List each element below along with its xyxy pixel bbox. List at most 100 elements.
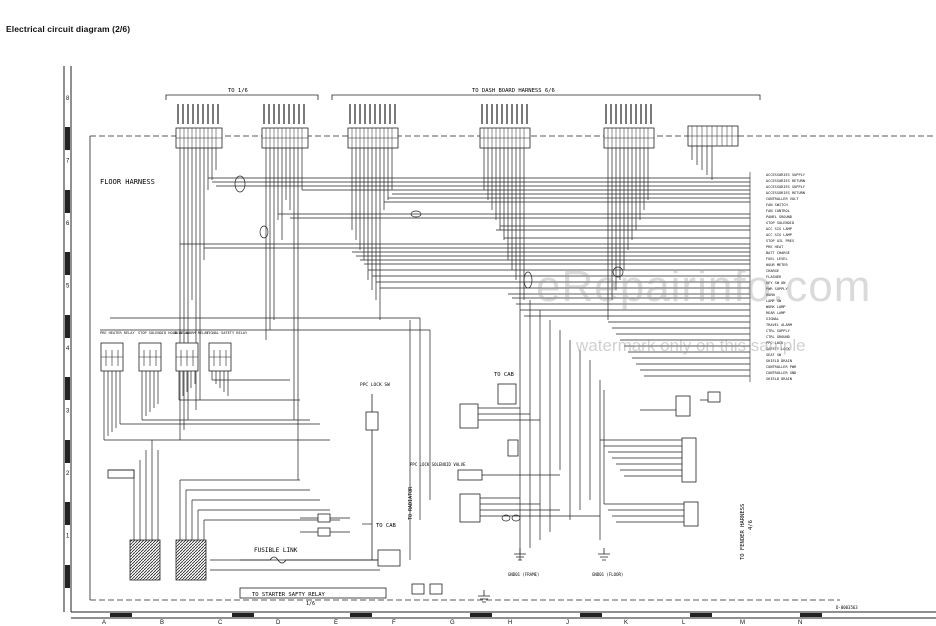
wire-label: CONTROLLER PWR bbox=[766, 365, 797, 369]
ground-floor-label: GND01 (FLOOR) bbox=[592, 572, 623, 577]
column-band bbox=[110, 613, 822, 617]
floor-harness-label: FLOOR HARNESS bbox=[100, 178, 155, 186]
center-wires bbox=[409, 290, 600, 560]
row-label: 7 bbox=[66, 159, 70, 165]
column-label: C bbox=[218, 620, 223, 626]
wire-label: PRE HEAT bbox=[766, 245, 784, 249]
to-starter-box bbox=[239, 587, 387, 599]
row-band bbox=[65, 127, 70, 588]
row-label: 2 bbox=[66, 471, 70, 477]
row-label: 1 bbox=[66, 534, 70, 540]
wire-label: ACCESSORIES RETURN bbox=[766, 179, 805, 183]
wire-label: SEAT SW bbox=[766, 353, 782, 357]
wire-label: KEY SW ON bbox=[766, 281, 785, 285]
wire-label: HORN bbox=[766, 293, 775, 297]
connector-pin-labels bbox=[177, 104, 652, 124]
wire-label: FLASHER bbox=[766, 275, 782, 279]
wire-label: SHIELD DRAIN bbox=[766, 359, 792, 363]
to-radiator-label: TO RADIATOR bbox=[408, 486, 414, 520]
to-fender-label: TO FENDER HARNESS bbox=[740, 504, 746, 560]
wire-label: PPC LOCK bbox=[766, 341, 784, 345]
column-label: F bbox=[392, 620, 396, 626]
center-connectors bbox=[457, 383, 519, 523]
wire-label: FAN CONTROL bbox=[766, 209, 790, 213]
wire-label: SIGNAL bbox=[766, 317, 779, 321]
wire-label: CTRL SUPPLY bbox=[766, 329, 791, 333]
to-dash-label: TO DASH BOARD HARNESS 6/6 bbox=[472, 88, 555, 94]
right-wires bbox=[599, 380, 708, 540]
relay-label: SIGNAL SAFETY RELAY bbox=[206, 331, 248, 335]
wire-label: ACCESSORIES SUPPLY bbox=[766, 173, 806, 177]
watermark-sub: watermark only on this sample bbox=[576, 336, 806, 355]
wire-label: CONTROLLER VOLT bbox=[766, 197, 799, 201]
to-1-6-label: TO 1/6 bbox=[228, 88, 248, 94]
wiring-vertical bbox=[179, 146, 713, 480]
cab-connectors bbox=[317, 513, 331, 537]
row-label: 4 bbox=[66, 346, 70, 352]
wire-label: FAN SWITCH bbox=[766, 203, 788, 207]
column-label: A bbox=[102, 620, 106, 626]
ground-symbols bbox=[478, 548, 610, 603]
wire-label: FUEL LEVEL bbox=[766, 257, 788, 261]
fusible-link-label: FUSIBLE LINK bbox=[254, 547, 298, 554]
wire-label: LAMP SW bbox=[766, 299, 782, 303]
column-label: H bbox=[508, 620, 512, 626]
twisted-center bbox=[410, 210, 521, 522]
page-title: Electrical circuit diagram (2/6) bbox=[6, 24, 131, 34]
bottom-left-connectors bbox=[107, 469, 207, 581]
column-label: G bbox=[450, 620, 455, 626]
row-label: 5 bbox=[66, 284, 70, 290]
wire-label: CHARGE bbox=[766, 269, 779, 273]
column-label: D bbox=[276, 620, 281, 626]
wire-label: SHIELD DRAIN bbox=[766, 377, 792, 381]
column-label: M bbox=[740, 620, 745, 626]
to-fender-page: 4/6 bbox=[748, 520, 754, 530]
watermark-main: eRepairinfo.com bbox=[536, 262, 872, 311]
wire-label: ACC SIG LAMP bbox=[766, 227, 792, 231]
wire-label: PANEL GROUND bbox=[766, 215, 792, 219]
to-cab-top-label: TO CAB bbox=[494, 372, 515, 378]
drawing-frame bbox=[63, 66, 936, 619]
wire-label: WORK LAMP bbox=[766, 305, 785, 309]
wire-label: TRAVEL ALARM bbox=[766, 323, 793, 327]
column-label: N bbox=[798, 620, 802, 626]
ppc-lock-sw-label: PPC LOCK SW bbox=[360, 382, 390, 388]
wire-label: STOP SOLENOID bbox=[766, 221, 794, 225]
top-brackets bbox=[165, 94, 761, 100]
to-starter-page: 1/6 bbox=[306, 601, 315, 607]
twisted-pairs bbox=[234, 175, 624, 289]
relay-label: PRE HEATER RELAY bbox=[100, 331, 135, 335]
to-starter-label: TO STARTER SAFTY RELAY bbox=[252, 592, 326, 598]
wire-label: ACC SIG LAMP bbox=[766, 233, 792, 237]
connector-pins bbox=[176, 126, 738, 148]
wire-label: HOUR METER bbox=[766, 263, 788, 267]
right-wire-labels: ACCESSORIES SUPPLY ACCESSORIES RETURN ACCE… bbox=[766, 173, 806, 381]
wire-label: PWR SUPPLY bbox=[766, 287, 788, 291]
drawing-number: D-0003563 bbox=[836, 605, 858, 610]
top-connectors bbox=[175, 125, 739, 149]
relay-internals bbox=[101, 350, 231, 366]
wire-label: STOP OIL PRES bbox=[766, 239, 794, 243]
fusible-link-wire bbox=[240, 556, 380, 564]
relay-wires bbox=[103, 371, 330, 441]
column-label: E bbox=[334, 620, 338, 626]
battery-relay bbox=[377, 549, 443, 595]
relay-label: BUZZ ALARM RELAY bbox=[174, 331, 209, 335]
ground-frame-label: GND01 (FRAME) bbox=[508, 572, 539, 577]
wire-label: ACCESSORIES RETURN bbox=[766, 191, 805, 195]
right-connectors bbox=[675, 391, 721, 527]
relay-label: STOP SOLENOID HOLD RELAY bbox=[138, 331, 191, 335]
wiring-horizontal bbox=[100, 177, 750, 377]
column-label: B bbox=[160, 620, 164, 626]
wire-label: SAFETY LOCK bbox=[766, 347, 791, 351]
column-label: J bbox=[566, 620, 569, 626]
ppc-lock-sw bbox=[365, 394, 379, 560]
wire-label: BATT CHARGE bbox=[766, 251, 790, 255]
wire-label: REAR LAMP bbox=[766, 311, 785, 315]
ppc-lock-sol-label: PPC LOCK SOLENOID VALVE bbox=[410, 462, 466, 467]
column-label: K bbox=[624, 620, 628, 626]
row-label: 3 bbox=[66, 409, 70, 415]
